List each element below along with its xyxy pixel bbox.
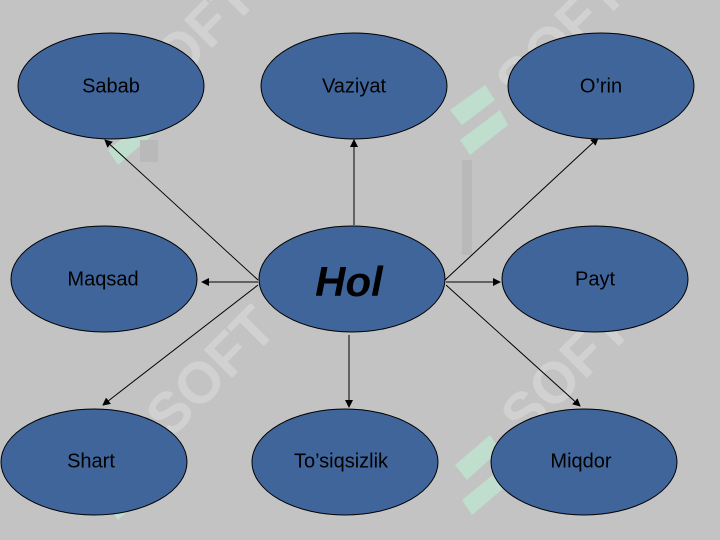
node-shart	[0, 408, 188, 516]
connectors	[102, 137, 599, 408]
node-payt	[501, 225, 689, 333]
node-hol	[258, 225, 446, 333]
node-tosiqsizlik	[251, 408, 439, 516]
node-maqsad	[10, 225, 198, 333]
label-tosiqsizlik: To’siqsizlik	[293, 450, 389, 473]
arrow-to-sabab	[104, 139, 259, 281]
label-hol: Hol	[315, 258, 383, 305]
label-maqsad: Maqsad	[67, 268, 139, 291]
watermark-bar-icon	[140, 140, 472, 255]
label-vaziyat: Vaziyat	[321, 75, 387, 98]
label-shart: Shart	[67, 450, 115, 473]
nodes	[0, 32, 695, 516]
node-vaziyat	[260, 32, 448, 140]
node-orin	[507, 32, 695, 140]
label-miqdor: Miqdor	[550, 450, 612, 473]
arrow-to-shart	[102, 284, 259, 406]
label-sabab: Sabab	[82, 75, 140, 98]
node-miqdor	[490, 408, 678, 516]
label-orin: O’rin	[579, 75, 623, 98]
arrow-to-orin	[444, 137, 599, 281]
label-payt: Payt	[574, 268, 616, 291]
arrow-to-miqdor	[445, 284, 581, 407]
node-sabab	[17, 32, 205, 140]
